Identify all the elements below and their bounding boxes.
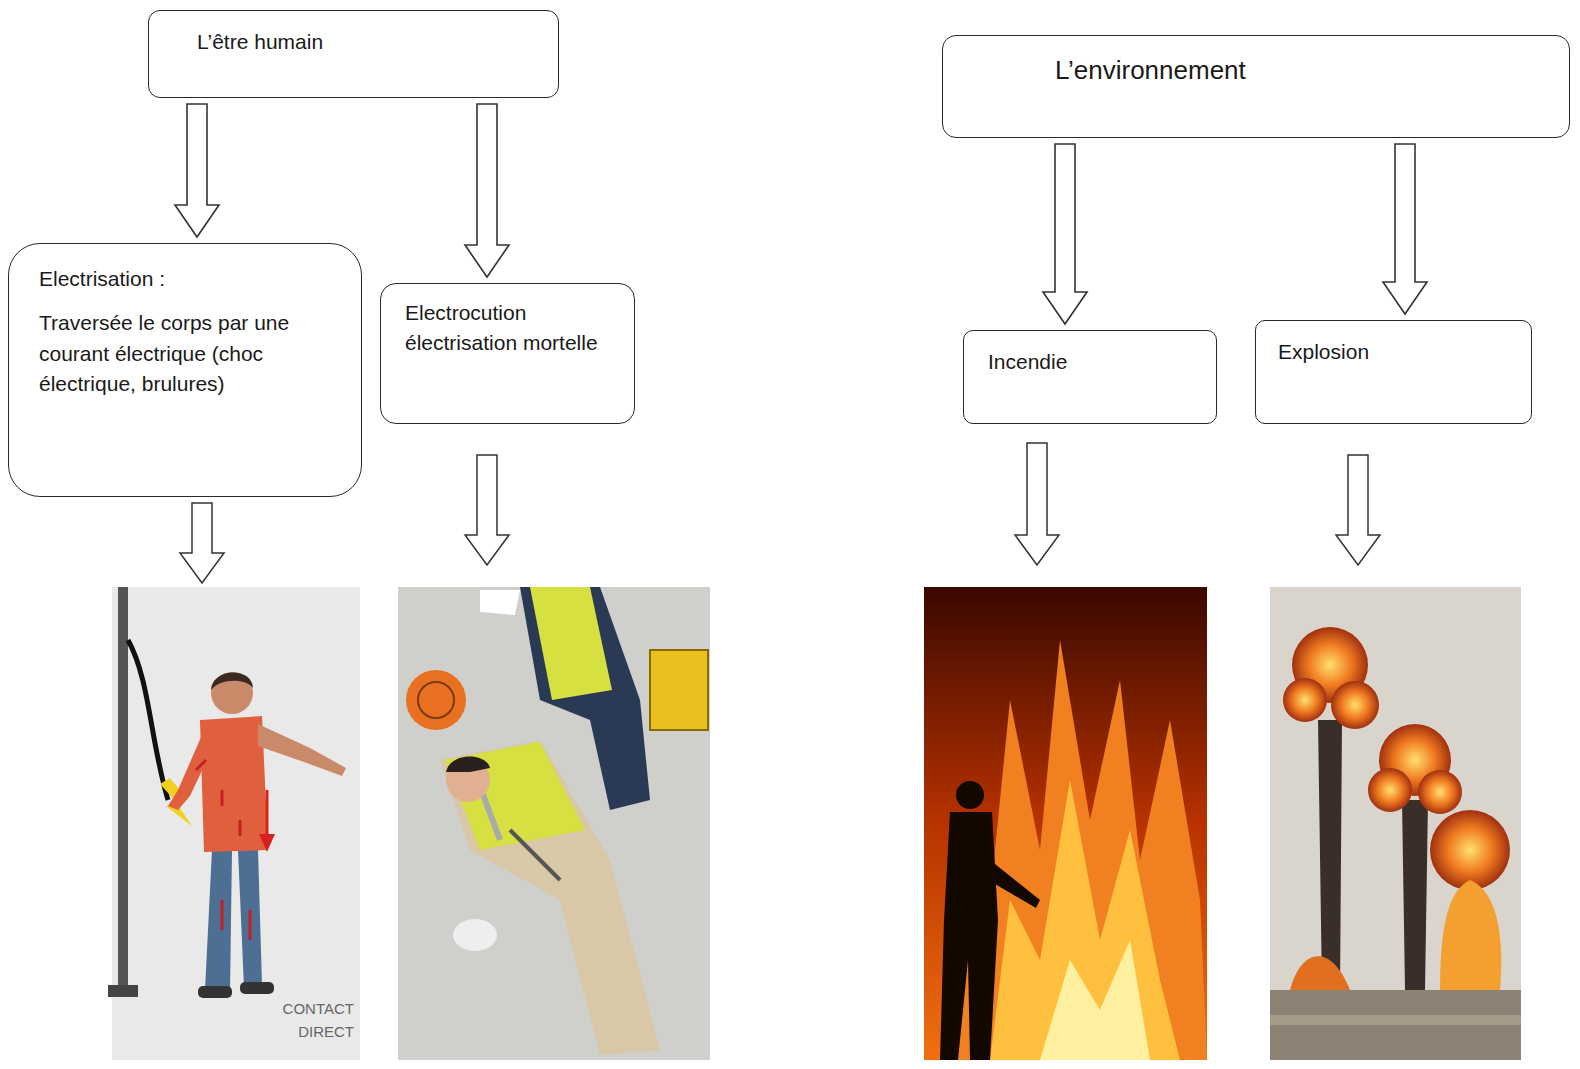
electrisation-picture [108,587,360,1060]
electrisation-picture-part [205,850,232,992]
explosion-picture-part [1270,587,1521,1060]
explosion-picture-part [1270,990,1521,1060]
picture-arrows-part [1015,443,1059,565]
fire-picture-part [1040,940,1150,1060]
picture-arrows-part [1336,455,1380,565]
electrocution-picture-part [453,919,497,951]
electrisation-picture-part [266,790,269,838]
electrisation-picture-part [112,587,360,1060]
electrisation-picture-part [108,985,138,997]
electrisation-picture-part [128,640,168,800]
firefighter-part [940,812,998,1060]
node-heading: Explosion [1278,337,1517,367]
electrocution-picture-part [398,587,710,1060]
risk-box: Incendie [963,330,1217,424]
firefighter-part [956,781,984,809]
electrisation-picture-part [211,672,253,690]
electrocution-picture-part [446,756,490,772]
block-arrow [175,104,219,237]
explosion-picture-part [1368,768,1412,812]
block-arrow [1043,144,1087,324]
explosion-picture [1270,587,1521,1060]
electrocution-picture [398,587,710,1060]
current-path-part [196,760,206,770]
electrocution-picture-part [510,830,560,880]
explosion-picture-part [1440,880,1501,990]
node-heading: Incendie [988,347,1202,377]
electrisation-picture-part [118,587,128,987]
block-arrow [465,104,509,277]
node-heading: L’environnement [1055,52,1555,90]
block-arrow [1383,144,1427,314]
electrisation-picture-part [168,728,214,810]
current-path-part [221,790,224,806]
fire-picture-part [990,780,1180,1060]
electrisation-picture-part [258,724,346,776]
picture-arrows-part [180,503,224,583]
definition-box: Electrisation : Traversée le corps par un… [8,243,362,497]
explosion-picture-part [1331,681,1379,729]
picture-arrows-part [465,455,509,565]
electrisation-picture-part [211,672,253,714]
explosion-picture-part [1318,720,1342,990]
electrocution-picture-part [440,740,660,1055]
node-heading: L’être humain [197,27,544,57]
definition-box: Electrocution électrisation mortelle [380,283,635,424]
current-path [196,760,250,940]
current-path-part [221,900,224,930]
electrocution-picture-part [530,587,612,700]
fire-picture [924,587,1207,1060]
electrisation-picture-part [200,716,268,852]
electrisation-picture-part [259,834,275,852]
explosion-picture-part [1283,678,1327,722]
firefighter [940,781,1040,1060]
firefighter-part [988,860,1040,908]
electrisation-picture-part [238,850,262,988]
electrisation-picture-part [240,982,274,994]
current-path-part [249,910,252,940]
risk-box: Explosion [1255,320,1532,424]
picture-caption: CONTACT DIRECT [280,998,354,1043]
explosion-picture-part [1402,800,1428,990]
explosion-picture-part [1290,956,1350,990]
explosion-picture-part [1270,1015,1521,1025]
electrocution-picture-part [650,650,708,730]
fire-picture-part [924,587,1207,1060]
electrocution-picture-part [418,682,454,718]
category-box: L’environnement [942,35,1570,138]
node-body: Traversée le corps par une courant élect… [39,308,347,399]
electrocution-picture-part [480,590,520,615]
node-heading: Electrocution électrisation mortelle [405,298,620,359]
electrisation-picture-part [198,986,232,998]
explosion-picture-part [1430,810,1510,890]
category-box: L’être humain [148,10,559,98]
explosion-picture-part [1418,770,1462,814]
node-heading: Electrisation : [39,264,347,294]
current-path-part [239,820,242,836]
fire-picture-part [940,640,1207,1060]
electrocution-picture-part [406,670,466,730]
